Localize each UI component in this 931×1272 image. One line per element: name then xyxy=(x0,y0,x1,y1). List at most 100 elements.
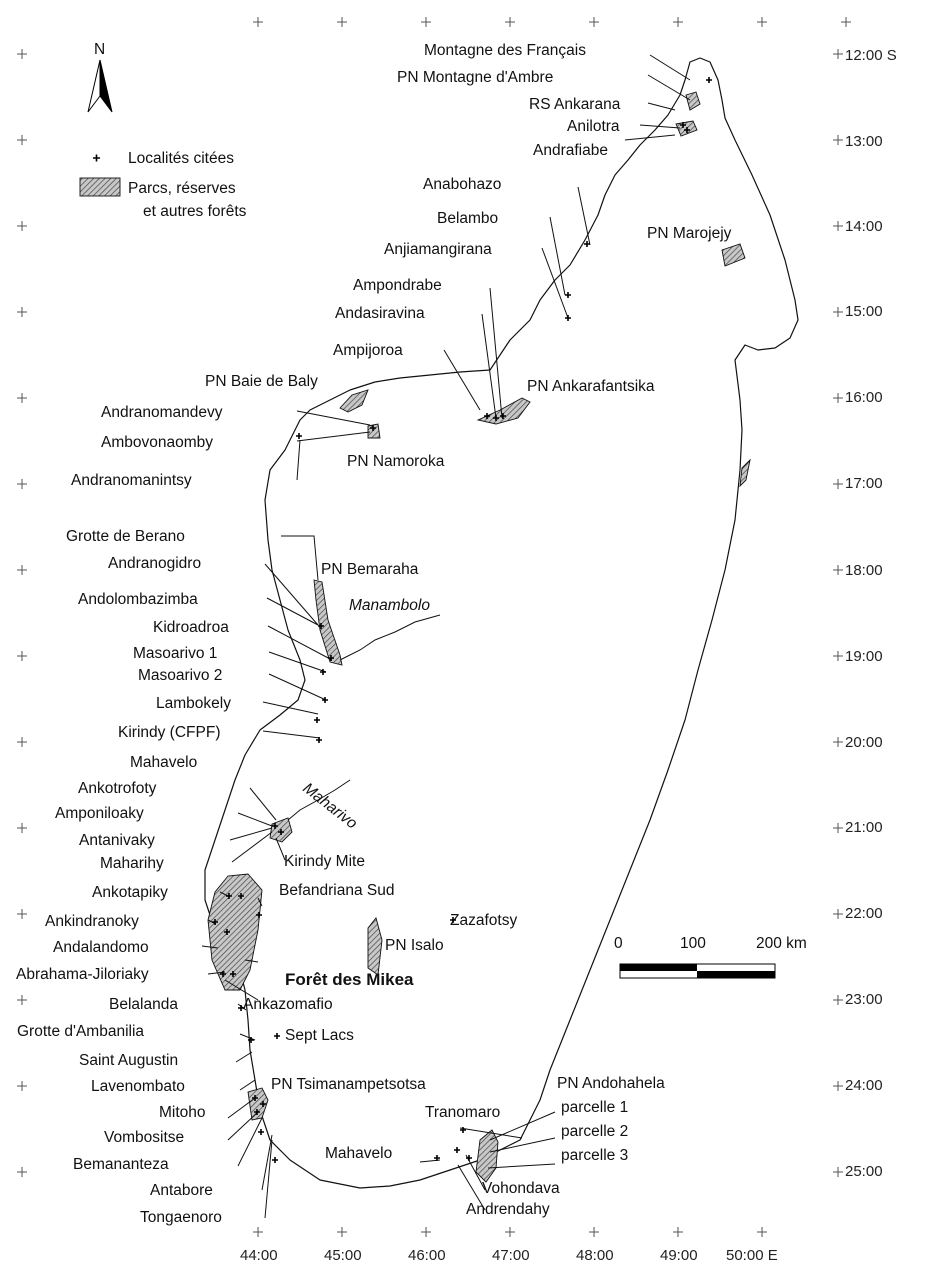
graticule-cross xyxy=(833,307,843,317)
label-andalandomo: Andalandomo xyxy=(53,939,149,956)
park-east-forest xyxy=(739,458,751,488)
label-pn-marojejy: PN Marojejy xyxy=(647,225,732,242)
label-masoarivo1: Masoarivo 1 xyxy=(133,645,217,662)
river-maharivo xyxy=(287,779,351,821)
label-anjiamangirana: Anjiamangirana xyxy=(384,241,492,258)
park-tsimanampetsotsa xyxy=(247,1087,269,1121)
label-andranomanintsy: Andranomanintsy xyxy=(71,472,192,489)
north-label: N xyxy=(94,41,105,58)
label-maharihy: Maharihy xyxy=(100,855,164,872)
graticule-cross xyxy=(421,1227,431,1237)
locality-markers xyxy=(212,77,712,1163)
label-grotte-berano: Grotte de Berano xyxy=(66,528,185,545)
label-parcelle3: parcelle 3 xyxy=(561,1147,628,1164)
label-vohondava: Vohondava xyxy=(482,1180,560,1197)
label-mahavelo-north: Mahavelo xyxy=(130,754,197,771)
label-parcelle2: parcelle 2 xyxy=(561,1123,628,1140)
graticule-cross xyxy=(17,393,27,403)
label-amponiloaky: Amponiloaky xyxy=(55,805,144,822)
label-mitoho: Mitoho xyxy=(159,1104,206,1121)
graticule-crosses xyxy=(17,17,851,1237)
graticule-cross xyxy=(673,1227,683,1237)
park-montagne-ambre xyxy=(685,91,701,111)
svg-text:22:00: 22:00 xyxy=(845,905,883,922)
label-sept-lacs: Sept Lacs xyxy=(285,1027,354,1044)
graticule-cross xyxy=(17,1081,27,1091)
graticule-cross xyxy=(17,307,27,317)
river-manambolo xyxy=(339,614,441,661)
graticule-cross xyxy=(757,17,767,27)
label-rs-ankarana: RS Ankarana xyxy=(529,96,621,113)
label-abrahama-jiloriaky: Abrahama-Jiloriaky xyxy=(16,966,149,983)
svg-text:23:00: 23:00 xyxy=(845,991,883,1008)
park-isalo xyxy=(367,917,383,976)
svg-text:20:00: 20:00 xyxy=(845,734,883,751)
graticule-cross xyxy=(833,565,843,575)
graticule-cross xyxy=(17,737,27,747)
label-maharivo: Maharivo xyxy=(300,780,361,833)
graticule-cross xyxy=(17,823,27,833)
graticule-cross xyxy=(833,221,843,231)
graticule-cross xyxy=(841,17,851,27)
label-andasiravina: Andasiravina xyxy=(335,305,425,322)
graticule-cross xyxy=(833,479,843,489)
label-andrendahy: Andrendahy xyxy=(466,1201,550,1218)
graticule-cross xyxy=(17,135,27,145)
label-befandriana-sud: Befandriana Sud xyxy=(279,882,394,899)
label-pn-isalo: PN Isalo xyxy=(385,937,444,954)
graticule-cross xyxy=(17,479,27,489)
label-ampondrabe: Ampondrabe xyxy=(353,277,442,294)
svg-text:44:00: 44:00 xyxy=(240,1247,278,1264)
park-baie-baly xyxy=(339,389,369,413)
label-tongaenoro: Tongaenoro xyxy=(140,1209,222,1226)
place-labels: Montagne des Français PN Montagne d'Ambr… xyxy=(16,42,732,1226)
graticule-cross xyxy=(505,17,515,27)
svg-text:24:00: 24:00 xyxy=(845,1077,883,1094)
marker-zazafotsy xyxy=(450,917,456,923)
graticule-cross xyxy=(833,909,843,919)
label-ambovonaomby: Ambovonaomby xyxy=(101,434,213,451)
legend-park-swatch xyxy=(79,177,121,197)
graticule-cross xyxy=(253,17,263,27)
svg-text:16:00: 16:00 xyxy=(845,389,883,406)
graticule-cross xyxy=(589,1227,599,1237)
park-namoroka xyxy=(367,423,381,439)
label-pn-bemaraha: PN Bemaraha xyxy=(321,561,419,578)
label-kirindy-mite: Kirindy Mite xyxy=(284,853,365,870)
graticule-cross xyxy=(505,1227,515,1237)
graticule-cross xyxy=(17,221,27,231)
label-belambo: Belambo xyxy=(437,210,498,227)
latitude-labels: 12:00 S 13:00 14:00 15:00 16:00 17:00 18… xyxy=(845,47,897,1180)
marker-sept-lacs xyxy=(274,1033,280,1039)
svg-text:25:00: 25:00 xyxy=(845,1163,883,1180)
label-tranomaro: Tranomaro xyxy=(425,1104,500,1121)
scale-bar: 0 100 200 km xyxy=(614,935,807,979)
graticule-cross xyxy=(337,1227,347,1237)
svg-text:13:00: 13:00 xyxy=(845,133,883,150)
svg-text:17:00: 17:00 xyxy=(845,475,883,492)
park-marojejy xyxy=(721,243,746,267)
legend-localities: Localités citées xyxy=(128,150,234,167)
graticule-cross xyxy=(17,995,27,1005)
graticule-cross xyxy=(833,651,843,661)
north-arrow-icon: N xyxy=(87,41,113,113)
label-kidroadroa: Kidroadroa xyxy=(153,619,229,636)
graticule-cross xyxy=(833,737,843,747)
graticule-cross xyxy=(673,17,683,27)
legend-parks-line2: et autres forêts xyxy=(143,203,247,220)
label-ankindranoky: Ankindranoky xyxy=(45,913,139,930)
graticule-cross xyxy=(833,823,843,833)
label-andranomandevy: Andranomandevy xyxy=(101,404,223,421)
park-ankarafantsika xyxy=(476,397,531,425)
graticule-cross xyxy=(421,17,431,27)
label-pn-baie-baly: PN Baie de Baly xyxy=(205,373,318,390)
graticule-cross xyxy=(17,909,27,919)
label-andrafiabe: Andrafiabe xyxy=(533,142,608,159)
label-pn-andohahela: PN Andohahela xyxy=(557,1075,665,1092)
scale-end: 200 km xyxy=(756,935,807,952)
graticule-cross xyxy=(589,17,599,27)
graticule-cross xyxy=(833,135,843,145)
label-masoarivo2: Masoarivo 2 xyxy=(138,667,222,684)
label-grotte-ambanilia: Grotte d'Ambanilia xyxy=(17,1023,144,1040)
